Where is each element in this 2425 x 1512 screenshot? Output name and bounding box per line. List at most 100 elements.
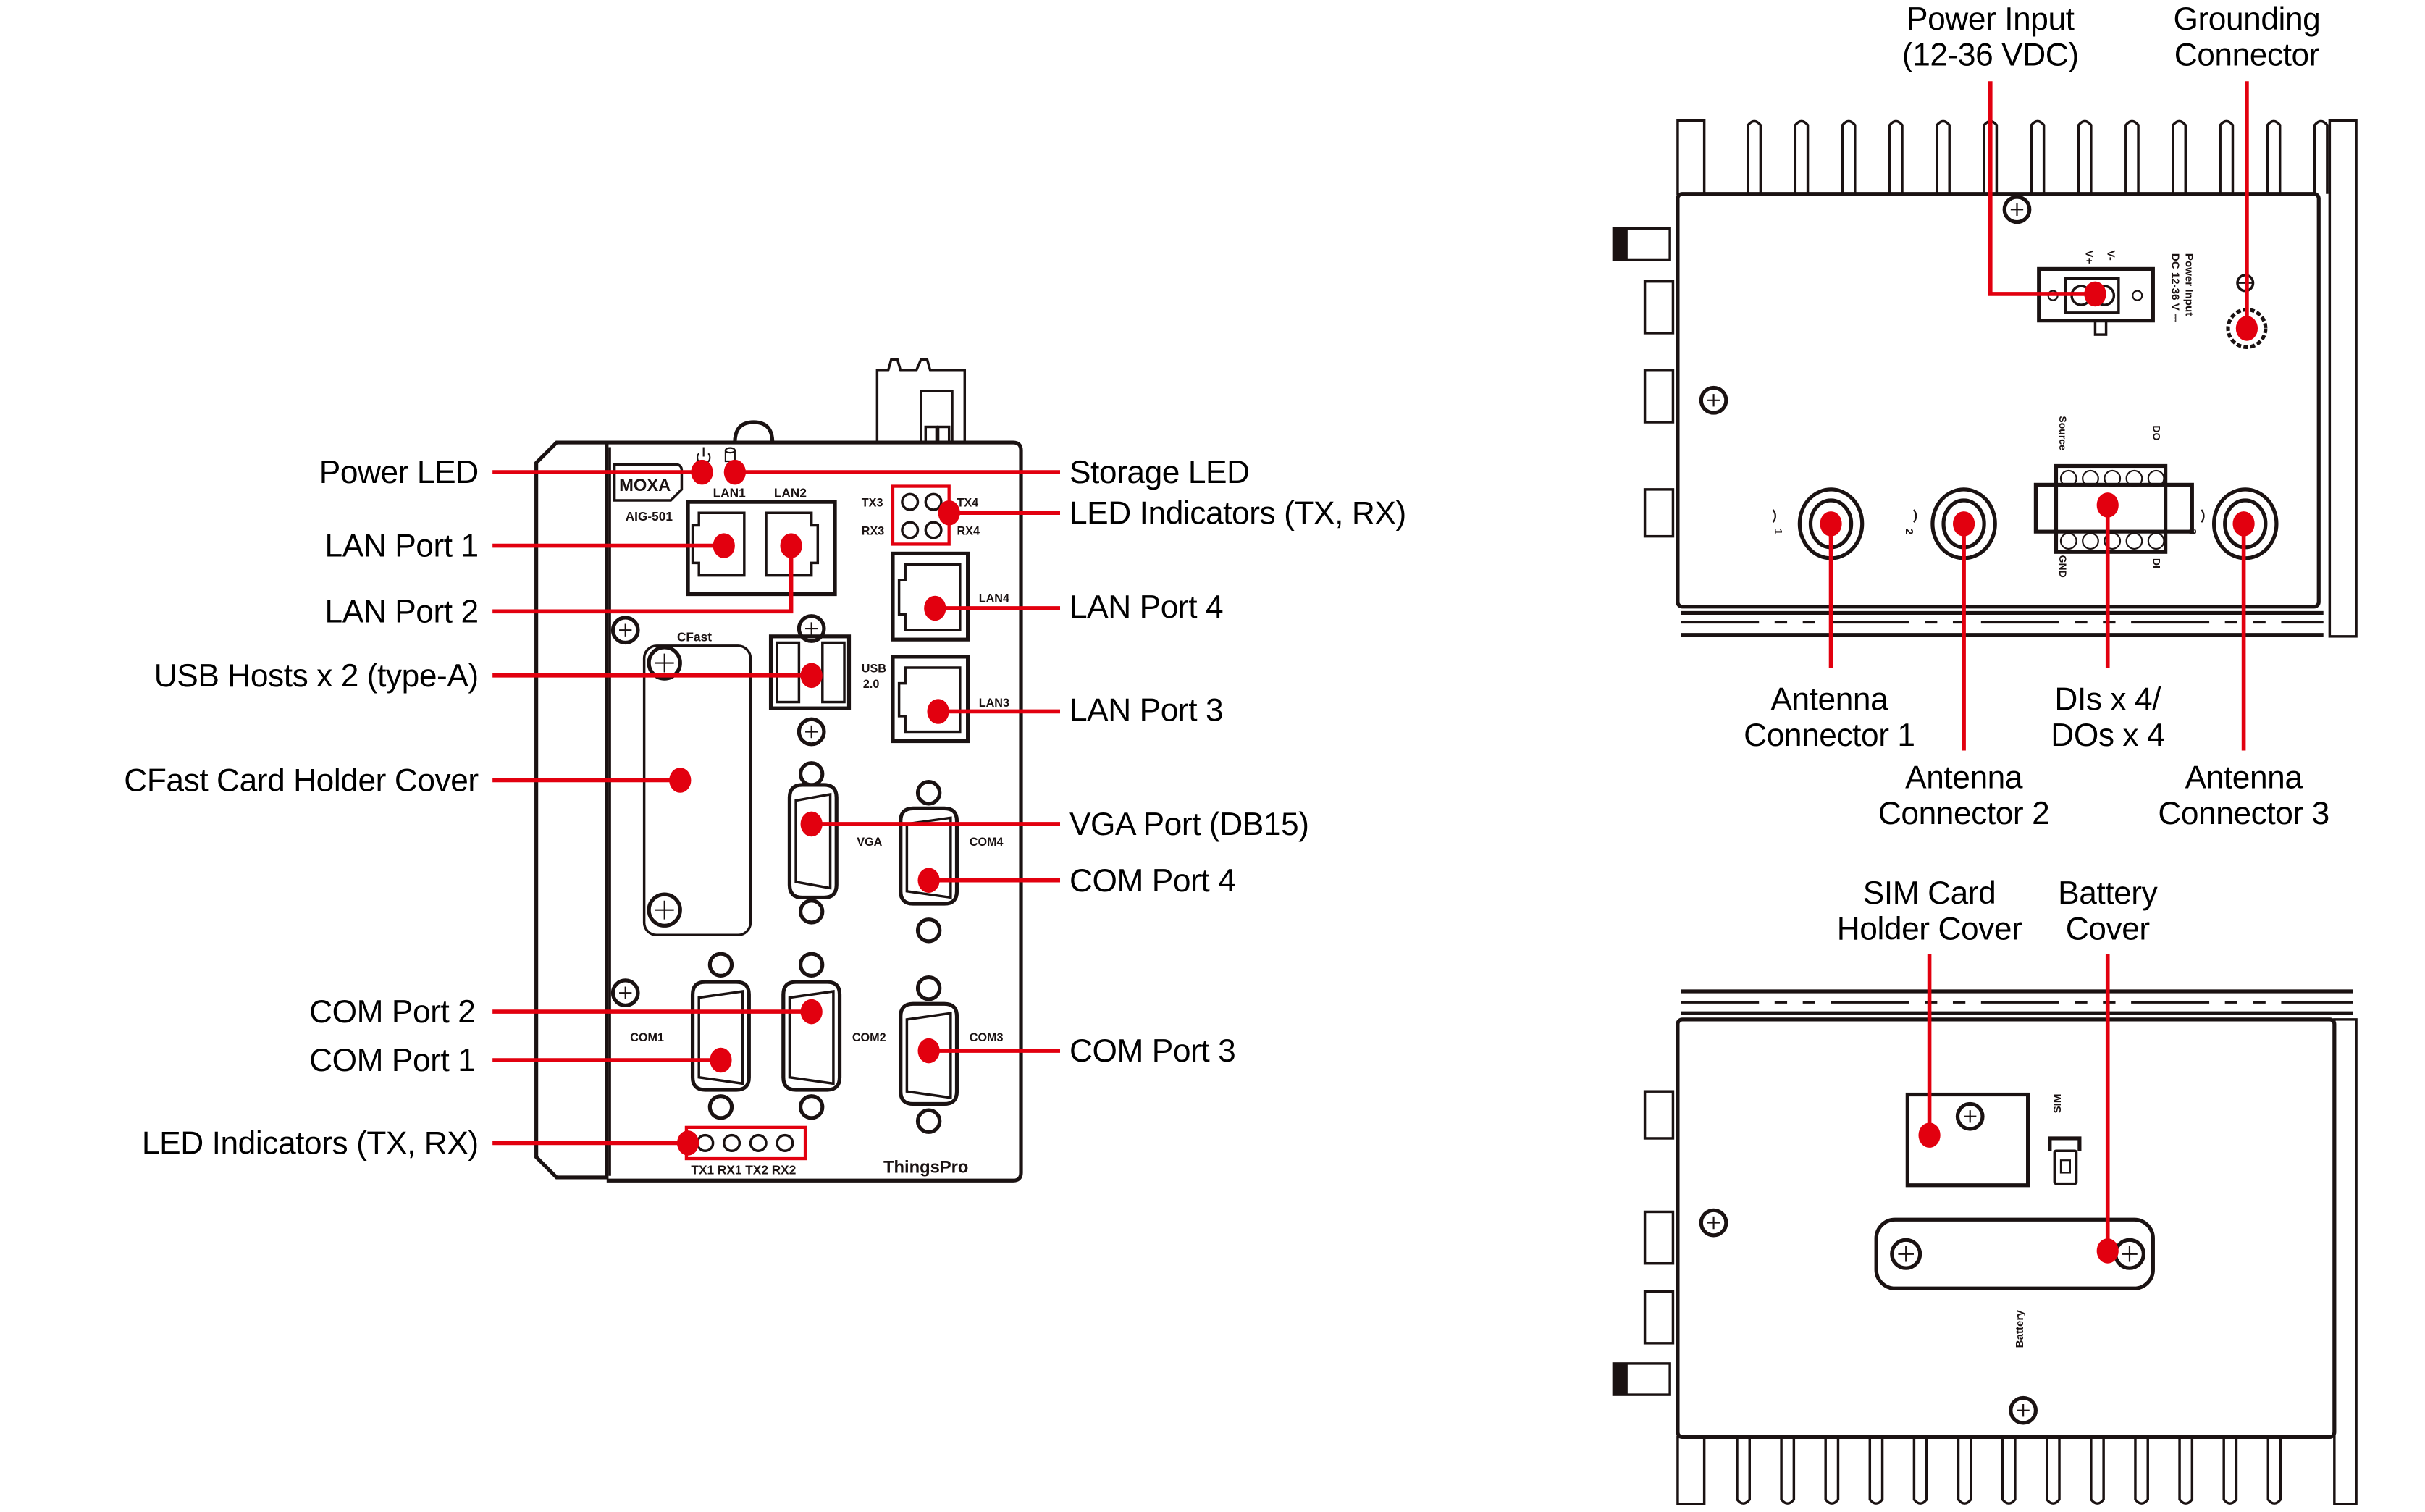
- heatsink-fin: [1957, 1437, 1972, 1505]
- dio-terminal: Source DO GND DI: [2033, 416, 2194, 578]
- callout-led-indicators-bottom: LED Indicators (TX, RX): [141, 1125, 479, 1162]
- v-plus-label: V+: [2083, 250, 2096, 264]
- callout-lan-port-2: LAN Port 2: [324, 594, 479, 631]
- lan1-label: LAN1: [713, 486, 746, 500]
- dc-rating-print: DC 12-36 V ⎓: [2169, 253, 2181, 322]
- heatsink-fin: [2222, 1437, 2238, 1505]
- com2-label: COM2: [852, 1031, 886, 1044]
- svg-text:TX1 RX1 TX2 RX2: TX1 RX1 TX2 RX2: [691, 1163, 796, 1177]
- svg-text:1: 1: [1772, 529, 1784, 534]
- heatsink-fin: [2124, 119, 2140, 194]
- front-chassis: [534, 440, 1023, 1183]
- lan4-label: LAN4: [979, 592, 1009, 605]
- usb-version-label: 2.0: [863, 678, 880, 691]
- lan3-label: LAN3: [979, 697, 1009, 710]
- v-minus-label: V-: [2105, 250, 2117, 260]
- com3-label: COM3: [970, 1031, 1004, 1044]
- heatsink-fin: [2090, 1437, 2105, 1505]
- callout-lan-port-4: LAN Port 4: [1069, 589, 1224, 626]
- svg-text:Source: Source: [2057, 416, 2069, 450]
- callout-grounding-connector: Grounding Connector: [2173, 1, 2321, 74]
- product-label: ThingsPro: [883, 1157, 968, 1177]
- heatsink-fin: [2178, 1437, 2194, 1505]
- top-screw: [733, 420, 775, 443]
- callout-power-input: Power Input (12-36 VDC): [1901, 1, 2079, 74]
- bottom-callout-leaders: [1918, 954, 2119, 1264]
- side-connectors-top: [1612, 227, 1675, 538]
- led-group-top: TX3 RX3 TX4 RX4: [862, 484, 980, 546]
- brand-text: MOXA: [619, 476, 671, 495]
- svg-text:RX3: RX3: [862, 524, 885, 537]
- terminal-pin: [2147, 532, 2165, 550]
- screw-icons-top: [1699, 195, 2032, 415]
- vga-label: VGA: [857, 836, 882, 849]
- terminal-pin: [2125, 532, 2143, 550]
- com1-label: COM1: [630, 1031, 664, 1044]
- lan2-label: LAN2: [774, 486, 807, 500]
- callout-led-indicators-top: LED Indicators (TX, RX): [1069, 495, 1406, 532]
- heatsink-fin: [1888, 119, 1904, 194]
- bottom-side-rail: [2333, 1018, 2358, 1505]
- sim-cover: [1905, 1092, 2030, 1188]
- antenna-icon: [1772, 509, 2205, 523]
- heatsink-fin: [2134, 1437, 2149, 1505]
- heatsink-fin: [1747, 119, 1762, 194]
- com4-connector: [899, 780, 959, 944]
- terminal-pin: [2104, 532, 2122, 550]
- terminal-pin: [2082, 532, 2099, 550]
- callout-com-port-3: COM Port 3: [1069, 1033, 1236, 1070]
- heatsink-fin: [2266, 119, 2282, 194]
- top-antenna-stub: [875, 358, 967, 444]
- heatsink-fin: [2172, 119, 2187, 194]
- heatsink-fin: [1794, 119, 1810, 194]
- cfast-cover: [642, 644, 752, 936]
- svg-text:2: 2: [1903, 529, 1915, 534]
- side-connectors-bottom: [1612, 1090, 1675, 1396]
- callout-vga-port: VGA Port (DB15): [1069, 807, 1309, 843]
- callout-usb-hosts: USB Hosts x 2 (type-A): [154, 658, 479, 694]
- heatsink-fin: [2046, 1437, 2061, 1505]
- power-input-print: Power Input: [2183, 253, 2195, 316]
- callout-com-port-4: COM Port 4: [1069, 862, 1236, 899]
- svg-text:DO: DO: [2151, 425, 2162, 440]
- heatsink-fin: [1868, 1437, 1884, 1505]
- battery-print: Battery: [2014, 1310, 2026, 1348]
- terminal-pin: [2059, 469, 2077, 487]
- callout-power-led: Power LED: [319, 455, 479, 492]
- callout-antenna-2: Antenna Connector 2: [1878, 760, 2050, 832]
- bottom-chassis: [1676, 1017, 2337, 1439]
- svg-text:TX3: TX3: [862, 497, 883, 510]
- com3-connector: [899, 975, 959, 1134]
- heatsink-fin: [2313, 119, 2329, 194]
- callout-com-port-1: COM Port 1: [309, 1043, 476, 1079]
- heatsink-fin: [2001, 1437, 2017, 1505]
- heatsink-fin: [1841, 119, 1857, 194]
- com2-connector: [781, 952, 842, 1120]
- screw-icons: [610, 614, 826, 1008]
- heatsink-fin: [2030, 119, 2046, 194]
- moxa-logo: MOXA: [613, 463, 684, 502]
- callout-cfast-cover: CFast Card Holder Cover: [124, 763, 479, 799]
- terminal-pin: [2147, 469, 2165, 487]
- callout-lan-port-1: LAN Port 1: [324, 528, 479, 565]
- usb-ports: [768, 634, 852, 710]
- lan1-lan2-jack: [686, 500, 837, 597]
- svg-text:3: 3: [2186, 529, 2198, 534]
- heatsink-fin: [1780, 1437, 1796, 1505]
- terminal-pin: [2104, 469, 2122, 487]
- heatsink-fin: [2077, 119, 2093, 194]
- cfast-label: CFast: [677, 629, 712, 644]
- svg-text:RX4: RX4: [957, 524, 980, 537]
- usb-label: USB: [862, 662, 886, 675]
- lan4-jack: [891, 551, 970, 642]
- callout-battery-cover: Battery Cover: [2058, 875, 2158, 948]
- heatsink-fin: [1824, 1437, 1840, 1505]
- callout-antenna-3: Antenna Connector 3: [2158, 760, 2329, 832]
- heatsink-fin: [2266, 1437, 2282, 1505]
- svg-text:TX4: TX4: [957, 497, 978, 510]
- heatsink-fin: [1936, 119, 1951, 194]
